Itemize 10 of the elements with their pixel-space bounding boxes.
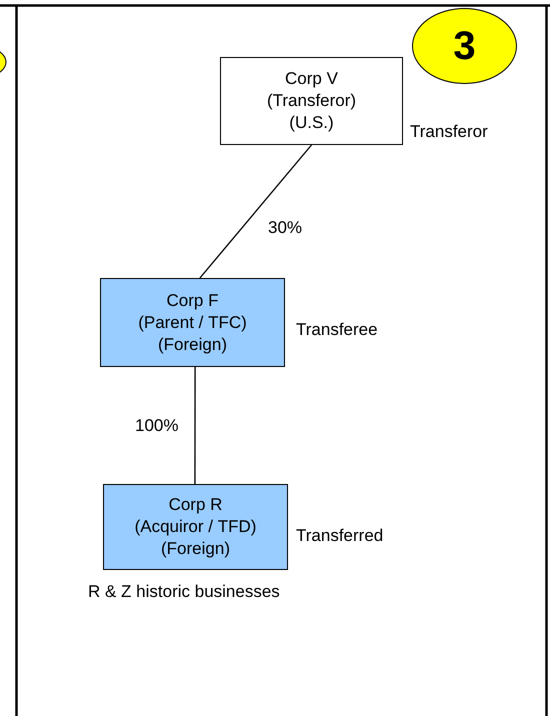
entity-box: Corp V (Transferor) (U.S.) xyxy=(220,57,403,145)
entity-box: Corp R (Acquiror / TFD) (Foreign) xyxy=(103,484,288,570)
entity-box: Corp F (Parent / TFC) (Foreign) xyxy=(100,278,285,367)
number-badge: 3 xyxy=(412,8,517,84)
role-label: Transferred xyxy=(296,526,384,546)
role-label: Transferee xyxy=(296,320,378,340)
connector-line xyxy=(194,367,196,484)
role-label: R & Z historic businesses xyxy=(88,582,280,602)
role-label: Transferor xyxy=(410,122,488,142)
connector-line xyxy=(199,144,312,278)
